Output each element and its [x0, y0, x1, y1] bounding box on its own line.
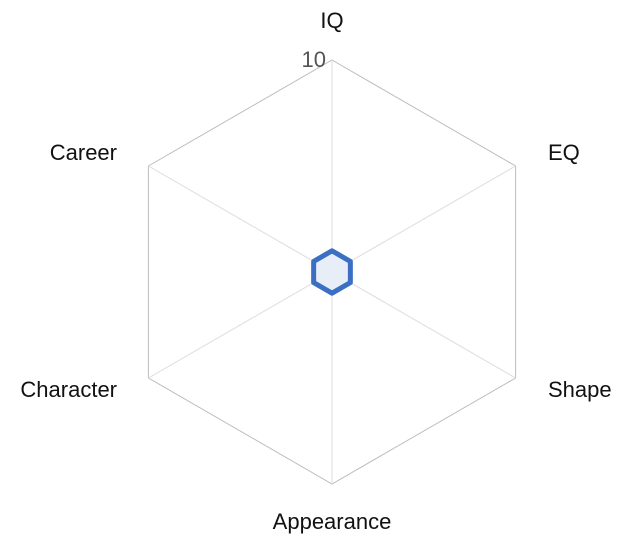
axis-label-iq: IQ — [320, 8, 343, 33]
axis-label-shape: Shape — [548, 377, 612, 402]
spoke-career — [148, 165, 333, 273]
tick-label-max: 10 — [302, 47, 326, 72]
spoke-character — [148, 271, 333, 379]
axis-label-career: Career — [50, 140, 117, 165]
axis-label-character: Character — [20, 377, 117, 402]
spoke-eq — [331, 165, 516, 273]
grid — [147, 59, 517, 485]
spoke-shape — [331, 271, 516, 379]
axis-label-appearance: Appearance — [273, 509, 392, 534]
axis-label-eq: EQ — [548, 140, 580, 165]
series-0-polygon — [311, 248, 353, 296]
series-layer — [311, 248, 353, 296]
